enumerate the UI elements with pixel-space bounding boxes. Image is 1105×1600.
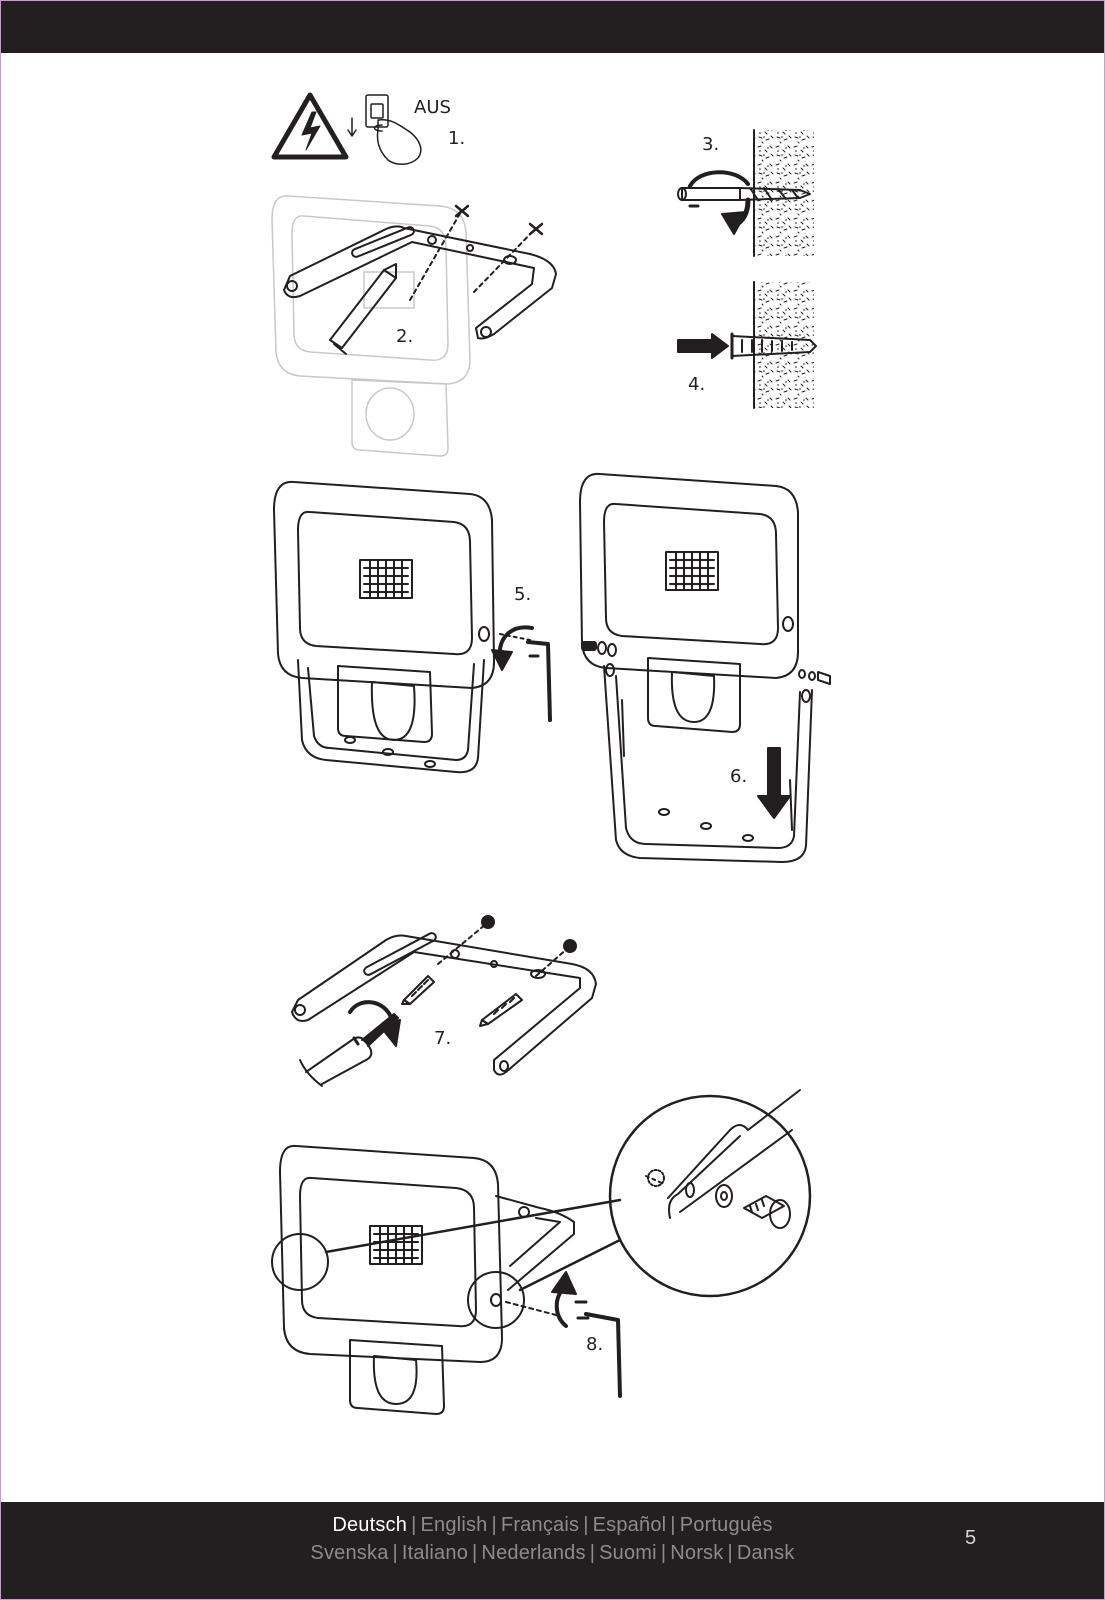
language-separator: |: [583, 1514, 589, 1536]
floodlight-step6: [579, 472, 799, 733]
language-link-italiano[interactable]: Italiano: [401, 1542, 469, 1564]
language-link-norsk[interactable]: Norsk: [670, 1542, 724, 1564]
language-separator: |: [411, 1514, 417, 1536]
high-voltage-warning-icon: [271, 92, 349, 160]
step-4-label: 4.: [688, 374, 706, 395]
language-link-dansk[interactable]: Dansk: [736, 1542, 795, 1564]
mounting-bracket-marking: [283, 204, 557, 355]
wall-section-plug: [753, 281, 814, 409]
language-separator: |: [670, 1514, 676, 1536]
power-off-label: AUS: [414, 97, 451, 118]
step-8-label: 8.: [586, 1334, 604, 1355]
step-1-label: 1.: [448, 128, 466, 149]
wall-plug-icon: [677, 332, 817, 360]
allen-key-icon: [491, 625, 552, 722]
language-link-nederlands[interactable]: Nederlands: [481, 1542, 586, 1564]
language-link-svenska[interactable]: Svenska: [310, 1542, 389, 1564]
language-link-deutsch[interactable]: Deutsch: [332, 1514, 408, 1536]
language-separator: |: [727, 1542, 733, 1564]
floodlight-step8: [279, 1144, 575, 1415]
language-separator: |: [472, 1542, 478, 1564]
language-separator: |: [660, 1542, 667, 1564]
pencil-icon: [329, 263, 397, 355]
loose-bracket-step6: [603, 663, 813, 863]
screws-washers-step6: [581, 641, 831, 685]
step-2-label: 2.: [396, 326, 414, 347]
step-7-label: 7.: [434, 1028, 452, 1049]
wall-section-drill: [753, 129, 814, 257]
language-separator: |: [589, 1542, 596, 1564]
language-menu-line-1: Deutsch|English|Français|Español|Portugu…: [0, 1514, 1105, 1537]
language-separator: |: [392, 1542, 398, 1564]
screwdriver-icon: [299, 1000, 401, 1087]
wall-switch-icon: [347, 94, 422, 165]
language-menu-line-2: Svenska|Italiano|Nederlands|Suomi|Norsk|…: [0, 1542, 1105, 1565]
language-link-français[interactable]: Français: [500, 1514, 580, 1536]
zoom-circles: [271, 1094, 812, 1329]
step-6-label: 6.: [730, 766, 748, 787]
language-link-suomi[interactable]: Suomi: [599, 1542, 657, 1564]
step-3-label: 3.: [702, 134, 720, 155]
language-link-español[interactable]: Español: [592, 1514, 667, 1536]
language-separator: |: [491, 1514, 497, 1536]
screw-icon: [401, 975, 523, 1027]
language-link-english[interactable]: English: [420, 1514, 488, 1536]
language-link-português[interactable]: Português: [679, 1514, 773, 1536]
footer-bar: [0, 1502, 1105, 1600]
step-5-label: 5.: [514, 584, 532, 605]
zoom-detail: [645, 1089, 801, 1229]
top-bar: [0, 0, 1105, 53]
bracket-step7: [291, 915, 597, 1076]
page-number: 5: [965, 1527, 977, 1549]
floodlight-step5: [273, 480, 495, 774]
allen-key-icon: [505, 1271, 622, 1398]
arrow-down-icon: [757, 747, 791, 819]
drill-icon: [677, 170, 811, 235]
